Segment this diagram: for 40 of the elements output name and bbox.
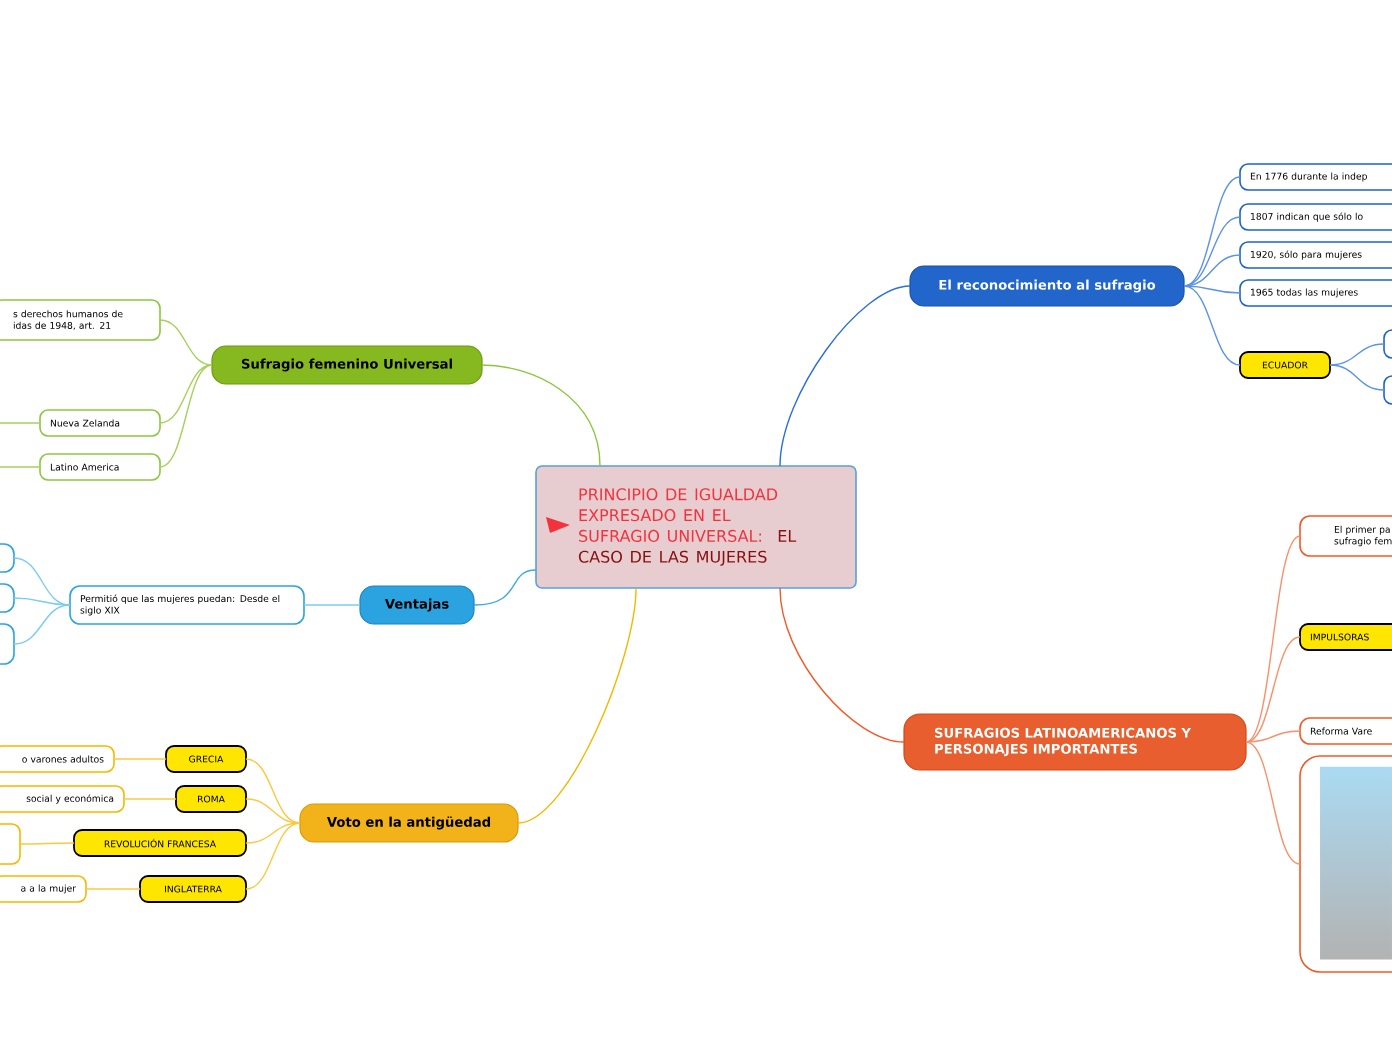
connector-line xyxy=(1329,364,1385,391)
connector-line xyxy=(517,587,637,824)
connector-line xyxy=(13,557,71,606)
connector-line xyxy=(0,466,41,468)
empty-box xyxy=(0,543,15,573)
connector-line xyxy=(779,587,905,743)
connector-line xyxy=(1183,254,1241,287)
connector-line xyxy=(19,842,75,845)
connector-line xyxy=(85,888,141,890)
connector-line xyxy=(481,364,601,467)
connector-line xyxy=(245,798,301,824)
connector-line xyxy=(159,364,213,468)
connector-line xyxy=(113,758,167,760)
connector-line xyxy=(1183,285,1241,294)
connector-line xyxy=(159,319,213,366)
connector-line xyxy=(159,364,213,424)
connector-line xyxy=(245,758,301,824)
connector-line xyxy=(779,285,911,467)
empty-box xyxy=(0,583,15,613)
connector-line xyxy=(473,569,537,606)
connector-line xyxy=(303,604,361,606)
central-topic-box: PRINCIPIO DE IGUALDAD EXPRESADO EN EL SUFRAGIO UNIVERSAL: EL CASO DE LAS MUJERES xyxy=(535,465,857,589)
empty-box xyxy=(0,823,21,865)
connector-line xyxy=(245,822,301,890)
connector-line xyxy=(1183,285,1241,366)
connector-line xyxy=(1245,741,1301,865)
empty-box xyxy=(0,623,15,665)
connector-line xyxy=(1183,216,1241,287)
connector-line xyxy=(1245,535,1301,743)
connector-line xyxy=(1245,636,1301,743)
empty-box xyxy=(1383,375,1392,405)
empty-box xyxy=(1383,329,1392,359)
connector-line xyxy=(123,798,177,800)
connector-line xyxy=(1329,343,1385,366)
connector-line xyxy=(1245,730,1301,743)
connector-line xyxy=(1183,176,1241,287)
connector-line xyxy=(245,822,301,844)
connector-line xyxy=(13,597,71,606)
connector-line xyxy=(0,422,41,424)
connector-line xyxy=(13,604,71,645)
